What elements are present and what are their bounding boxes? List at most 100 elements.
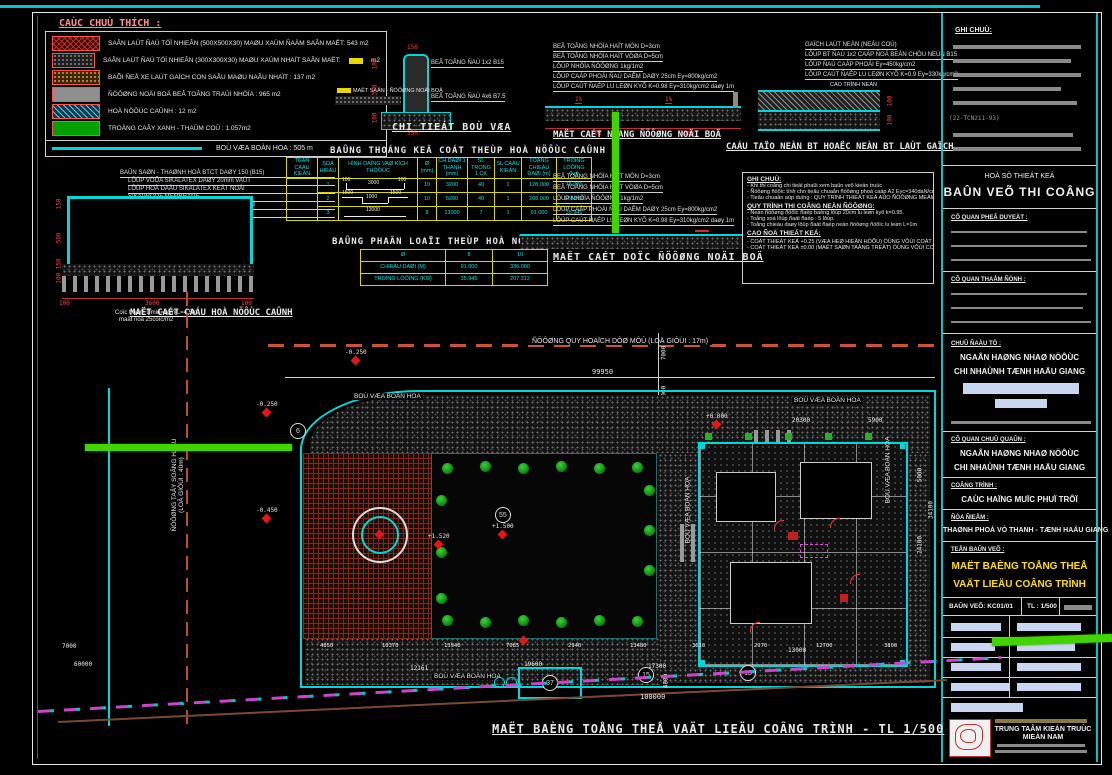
road-base-band <box>545 108 741 121</box>
dimension-label: 4850 <box>320 643 334 649</box>
legend-item: BAÕI ÑEÅ XE LAÙT GAÏCH CON SAÂU MAØU NAÂ… <box>52 69 380 86</box>
legend-label: SAÂN LAÙT ÑAÙ TÖÏ NHIEÂN (500X500X30) MA… <box>108 40 369 47</box>
investor-name: CHI NHAÙNH TÆNH HAÄU GIANG <box>953 367 1086 376</box>
door-icon <box>750 622 760 632</box>
cell-value: 207.312 <box>492 273 548 286</box>
tree-icon <box>644 565 655 576</box>
dimension-label: 350 <box>371 84 379 96</box>
road-name: ÑÖÔØNG TAÂY SOÂNG HAÄU <box>171 438 178 532</box>
dimension-label: 7000 <box>660 345 668 361</box>
dimension-label: 17300 <box>648 663 667 670</box>
column-icon <box>900 444 905 449</box>
elevation-value: -0.250 <box>256 401 278 408</box>
legend-item: SAÂN LAÙT ÑAÙ TÖÏ NHIEÂN (500X500X30) MA… <box>52 35 380 52</box>
elevation-marker: +1.520 <box>428 533 450 550</box>
keynote-bubble: 6 <box>290 423 306 439</box>
door-icon <box>850 574 860 584</box>
elevation-value: +1.500 <box>492 523 514 530</box>
row-label: CHIEÀU DAØI (M) <box>360 261 446 274</box>
cell-len: 3200 <box>436 177 468 193</box>
approve-label: CÔ QUAN PHEÂ DUYEÄT : <box>951 215 1028 221</box>
standard-ref: (22-TCN211-93) <box>949 115 1000 122</box>
drawing-title-1: MAËT BAÈNG TOÅNG THEÅ <box>951 561 1088 572</box>
col-header: SOÁ HIEÄU <box>317 157 339 179</box>
drawing-footer-title: MAËT BAÈNG TOÅNG THEÅ VAÄT LIEÄU COÂNG T… <box>492 722 945 736</box>
dimension-label: 3610 <box>692 643 706 649</box>
room <box>730 562 812 624</box>
column-icon <box>700 444 705 449</box>
dimension-label: 20300 <box>792 417 811 424</box>
dimension-label: 13000 <box>788 647 807 654</box>
tree-icon <box>436 593 447 604</box>
class-table-title: BAÛNG PHAÂN LOAÏI THEÙP HOÀ NÖÔÙC CAÛNH <box>332 237 583 247</box>
dimension-label: 150 <box>55 198 63 210</box>
project-name: CAÙC HAÏNG MUÏC PHUÏ TRÔÏ <box>961 495 1078 504</box>
legend-box: SAÂN LAÙT ÑAÙ TÖÏ NHIEÂN (500X500X30) MA… <box>45 31 387 141</box>
col-header: 10 <box>492 249 548 262</box>
room <box>716 472 776 522</box>
pond-note: maät ñoä 25coïc/m2 <box>119 317 174 323</box>
logo-bar <box>963 383 1079 394</box>
dimension-label: 3600 <box>145 300 160 307</box>
note-line: - COÁT THIEÁT KEÁ ±0.00 (MAËT SAØN TAÀNG… <box>747 245 934 251</box>
dimension-label: 99950 <box>592 368 614 376</box>
class-row: TROÏNG LÖÔÏNG (KG) 35.945 207.312 <box>360 273 548 286</box>
pond-section-title: MAËT CAÉT CAÁU HOÀ NÖÔÙC CAÛNH <box>130 308 293 318</box>
accent <box>788 532 798 540</box>
legend-label: HOÀ NÖÔÙC CAÛNH : 12 m2 <box>108 108 197 115</box>
col-header: TOÅNG CHIEÀU DAØI (m) <box>521 157 557 179</box>
signature-bar <box>951 683 1009 691</box>
fountain <box>352 507 408 563</box>
cell-dia: 10 <box>417 191 437 207</box>
callout: LÔÙP NHÖÏA ÑÖÔØNG 1kg/1m2 <box>553 196 644 204</box>
col-header: 8 <box>445 249 493 262</box>
titleblock-note-title: GHI CHUÙ: <box>955 27 992 34</box>
legend-item: HOÀ NÖÔÙC CAÛNH : 12 m2 <box>52 103 380 120</box>
dimension-label: 3200 <box>587 130 602 137</box>
cell-n2: 1 <box>494 205 522 221</box>
cell-value: 35.945 <box>445 273 493 286</box>
drawing-title-2: VAÄT LIEÄU COÂNG TRÌNH <box>953 579 1086 590</box>
legend-label: BOÙ VÆA BOÀN HOA : 505 m <box>216 145 313 152</box>
pond-piles <box>62 276 254 292</box>
dim-line <box>62 298 254 299</box>
notes-heading: GHI CHUÙ: <box>747 176 782 183</box>
cell-len: 5200 <box>436 191 468 207</box>
dimension-label: 100 <box>59 300 70 307</box>
notes-heading: CAO ÑOÄ THIEÁT KEÁ: <box>747 230 821 237</box>
stair-icon <box>754 430 794 442</box>
arrow-mark <box>695 230 709 232</box>
dimension-label: 100 <box>886 114 894 126</box>
curb-base <box>381 112 451 130</box>
dimension-label: 3200 <box>680 130 695 137</box>
dimension-label: 13940 <box>444 643 461 649</box>
accent-magenta <box>800 544 828 558</box>
rebar-row: 2 1500 1000 1500 10 5200 40 <box>287 190 592 207</box>
cell-divider <box>1059 597 1060 615</box>
dimension-label: 24100 <box>916 535 924 555</box>
doc-type-label: BAÛN VEÕ THI COÂNG <box>943 185 1096 199</box>
elevation-value: +1.520 <box>428 533 450 540</box>
legend-label: TROÀNG CAÂY XANH - THAÛM COÛ : 1.057m2 <box>108 125 251 132</box>
scale-value: TL : 1/500 <box>1027 603 1057 610</box>
left-road-line <box>108 388 110 726</box>
masked-text <box>953 59 1071 63</box>
col-header: HÌNH DAÏNG VAØ KÍCH THÖÔÙC <box>338 157 418 179</box>
signature-bar <box>951 623 1001 631</box>
dimension-label: 10370 <box>382 643 399 649</box>
divider <box>943 509 1096 510</box>
cell-member <box>286 177 318 221</box>
dimension-label: 2970 <box>754 643 768 649</box>
elevation-value: -0.250 <box>345 349 367 356</box>
road-cross-section: BEÂ TOÂNG NHÖÏA HAÏT MÒN D=3cm BEÂ TOÂNG… <box>545 42 745 142</box>
divider <box>943 271 1096 272</box>
note-line: - COÁT THIEÁT KEÁ +0.25 (VÆA HEØ HIEÄN H… <box>747 239 933 245</box>
callout: GAÏCH LAÙT NEÀN (NEÁU COÙ) <box>805 42 897 50</box>
tree-icon <box>556 617 567 628</box>
legend-label: BAÕI ÑEÅ XE LAÙT GAÏCH CON SAÂU MAØU NAÂ… <box>108 74 316 81</box>
divider <box>943 208 1096 209</box>
tree-icon <box>632 462 643 473</box>
highlight-mark <box>337 88 351 93</box>
divider <box>943 165 1096 166</box>
cell-len: 13000 <box>436 205 468 221</box>
